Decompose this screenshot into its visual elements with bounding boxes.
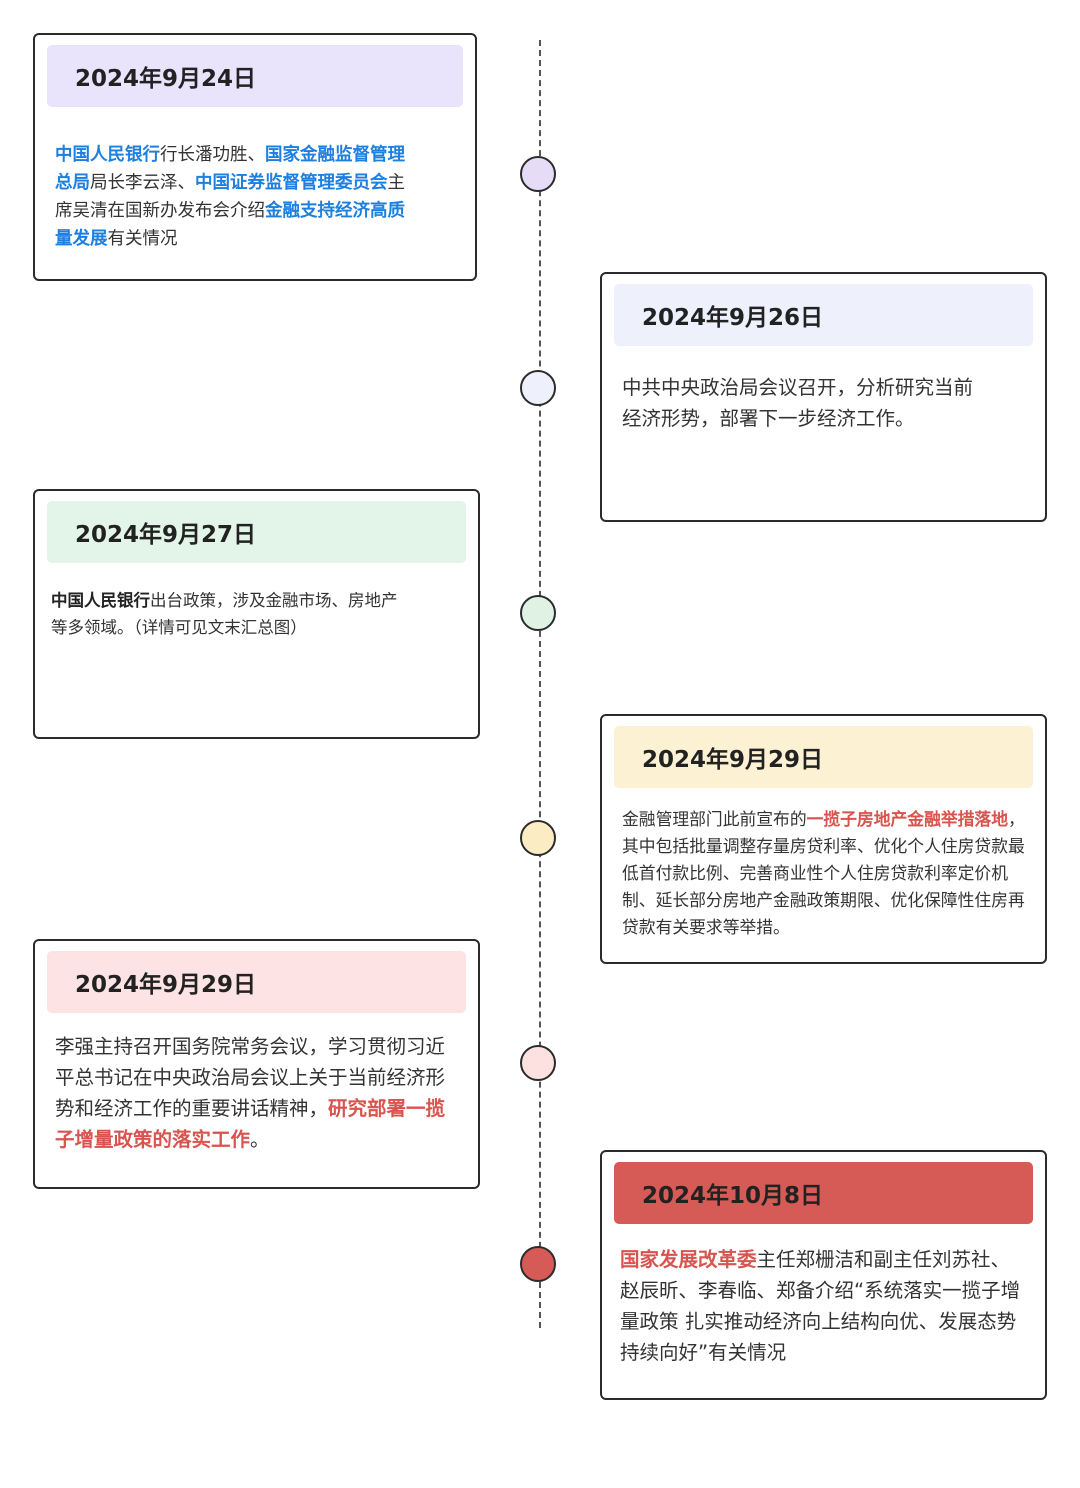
policy-highlight: 研究部署一揽子增量政策的落实工作 [55,1097,446,1151]
timeline-card: 2024年9月24日 中国人民银行行长潘功胜、国家金融监督管理总局局长李云泽、中… [33,33,477,281]
event-text: 中共中央政治局会议召开，分析研究当前经济形势，部署下一步经济工作。 [622,376,974,430]
org-highlight: 国家发展改革委 [620,1248,757,1271]
event-description: 李强主持召开国务院常务会议，学习贯彻习近平总书记在中央政治局会议上关于当前经济形… [55,1031,462,1155]
timeline-card: 2024年9月29日 李强主持召开国务院常务会议，学习贯彻习近平总书记在中央政治… [33,939,480,1189]
event-date: 2024年9月29日 [47,951,466,1013]
event-description: 金融管理部门此前宣布的一揽子房地产金融举措落地，其中包括批量调整存量房贷利率、优… [622,806,1031,941]
timeline-node [520,595,556,631]
timeline-card: 2024年9月29日 金融管理部门此前宣布的一揽子房地产金融举措落地，其中包括批… [600,714,1047,964]
timeline-card: 2024年9月26日 中共中央政治局会议召开，分析研究当前经济形势，部署下一步经… [600,272,1047,522]
timeline-node [520,820,556,856]
org-highlight: 中国证券监督管理委员会 [195,173,388,193]
event-description: 中国人民银行出台政策，涉及金融市场、房地产等多领域。（详情可见文末汇总图） [51,587,408,641]
org-highlight: 国家金融监督管理总局 [55,145,405,193]
timeline-node [520,156,556,192]
event-date: 2024年9月27日 [47,501,466,563]
timeline-node [520,370,556,406]
event-description: 国家发展改革委主任郑栅洁和副主任刘苏社、赵辰昕、李春临、郑备介绍“系统落实一揽子… [620,1244,1023,1368]
event-description: 中国人民银行行长潘功胜、国家金融监督管理总局局长李云泽、中国证券监督管理委员会主… [55,141,405,253]
event-text: 行长潘功胜、 [160,145,265,165]
event-text: ，其中包括批量调整存量房贷利率、优化个人住房贷款最低首付款比例、完善商业性个人住… [622,809,1025,937]
event-text: 。 [250,1128,270,1151]
event-text: 主任郑栅洁和副主任刘苏社、赵辰昕、李春临、郑备介绍“系统落实一揽子增量政策 扎实… [620,1248,1021,1364]
event-date: 2024年10月8日 [614,1162,1033,1224]
event-description: 中共中央政治局会议召开，分析研究当前经济形势，部署下一步经济工作。 [622,372,985,434]
topic-highlight: 金融支持经济高质量发展 [55,201,405,249]
event-date: 2024年9月26日 [614,284,1033,346]
event-text: 金融管理部门此前宣布的 [622,809,807,829]
event-text: 出台政策，涉及金融市场、房地产等多领域。（详情可见文末汇总图） [51,591,398,637]
org-highlight: 中国人民银行 [55,145,160,165]
event-date: 2024年9月29日 [614,726,1033,788]
timeline-axis [539,40,541,1328]
timeline-card: 2024年10月8日 国家发展改革委主任郑栅洁和副主任刘苏社、赵辰昕、李春临、郑… [600,1150,1047,1400]
event-text: 有关情况 [107,229,178,249]
event-text: 李强主持召开国务院常务会议，学习贯彻习近平总书记在中央政治局会议上关于当前经济形… [55,1035,446,1120]
event-text: 局长李云泽、 [90,173,195,193]
timeline-node [520,1045,556,1081]
timeline-card: 2024年9月27日 中国人民银行出台政策，涉及金融市场、房地产等多领域。（详情… [33,489,480,739]
event-text: 主席吴清在国新办发布会介绍 [55,173,405,221]
timeline-node [520,1246,556,1282]
event-date: 2024年9月24日 [47,45,463,107]
policy-highlight: 一揽子房地产金融举措落地 [806,809,1008,829]
org-highlight: 中国人民银行 [51,591,150,610]
